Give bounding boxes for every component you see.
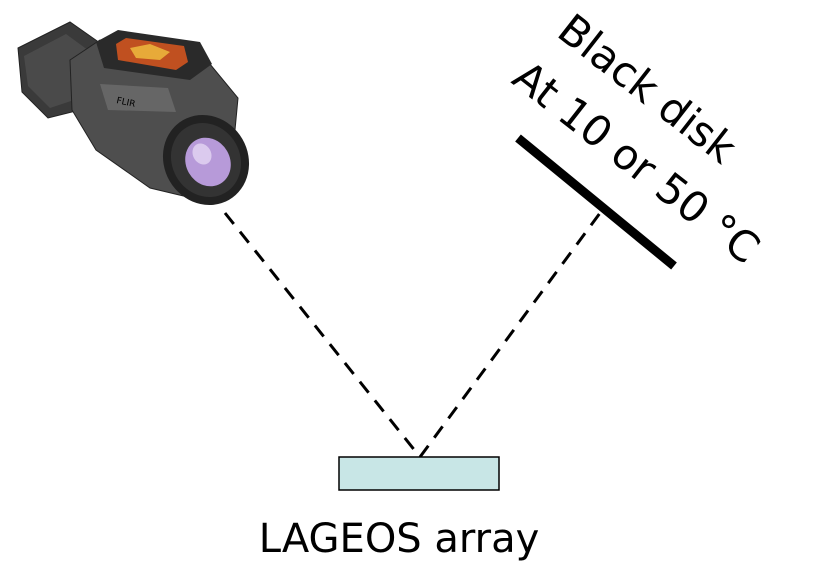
camera-brand-logo: FLIR	[115, 96, 136, 110]
camera-to-array-line	[223, 212, 422, 458]
lageos-array	[338, 456, 500, 491]
svg-text:FLIR: FLIR	[115, 96, 136, 110]
array-label: LAGEOS array	[259, 516, 540, 561]
thermal-camera-icon: FLIR	[17, 21, 250, 206]
black-disk	[515, 134, 677, 270]
array-to-disk-line	[418, 212, 602, 458]
